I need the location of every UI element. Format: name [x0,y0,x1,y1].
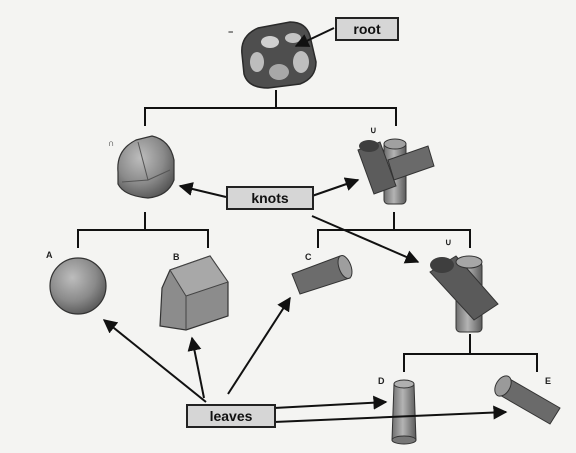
arrow-knots-to-left-knot [178,182,227,198]
arrow-leaves-to-a [102,319,207,403]
connector-knot-right-bracket [317,229,471,248]
leaf-b-cube [159,255,229,331]
arrow-root-label [294,27,335,47]
knots-label: knots [226,186,314,210]
root-shape [241,21,317,89]
leaf-d-letter: D [378,376,385,386]
leaf-a-letter: A [46,250,53,260]
leaf-c-letter: C [305,252,312,262]
arrow-leaves-to-e [273,405,508,423]
knot-lower-operator-mark: ∪ [445,237,452,247]
leaf-e-cylinder [494,375,561,425]
root-operator-mark: − [228,27,234,37]
leaves-label: leaves [186,404,276,428]
root-label: root [335,17,399,41]
connector-root-bracket [144,107,397,126]
arrow-knots-to-right-knot [311,177,360,197]
knot-right-operator-mark: ∪ [370,125,377,135]
tree-connectors [77,90,538,372]
knot-lower-shape [429,255,499,333]
arrow-leaves-to-c [227,296,291,395]
leaf-e-letter: E [545,376,552,386]
arrow-knots-to-lower-knot [311,215,420,264]
leaf-b-letter: B [173,252,180,262]
knot-right-shape [357,138,435,205]
leaf-a-sphere [49,257,107,315]
knot-left-shape [117,135,175,199]
arrow-leaves-to-b [187,336,205,399]
connector-knot-lower-bracket [403,353,538,372]
annotation-arrows [102,27,508,423]
knot-left-operator-mark: ∩ [108,138,115,148]
leaf-d-cylinder [391,379,417,445]
connector-knot-left-bracket [77,229,209,248]
arrow-leaves-to-d [273,395,388,410]
leaf-c-cylinder [291,255,353,295]
